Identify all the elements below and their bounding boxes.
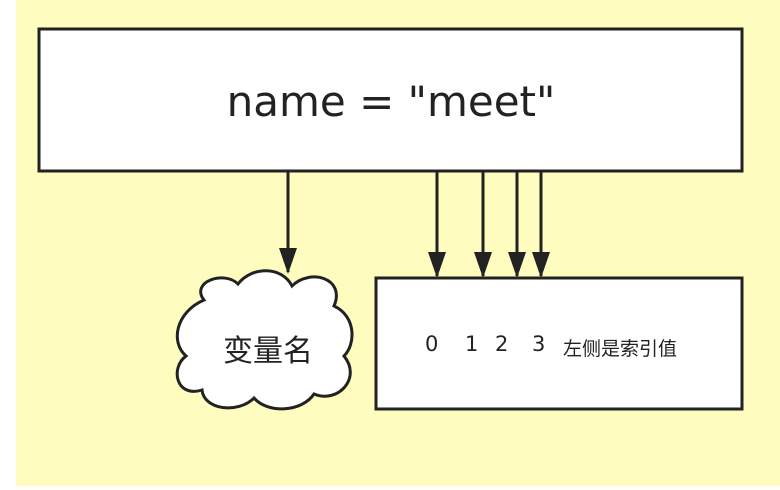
index-label-1: 1 [465,332,479,356]
index-label-0: 0 [425,332,439,356]
variable-name-label: 变量名 [223,334,313,369]
arrowhead-index-3 [532,252,550,278]
index-note-label: 左侧是索引值 [563,338,678,360]
arrowhead-index-2 [508,252,526,278]
cloud-shape [175,269,354,411]
arrowhead-index-1 [474,252,492,278]
index-label-3: 3 [532,332,546,356]
index-label-2: 2 [495,332,509,356]
arrowhead-cloud [279,248,297,274]
arrowhead-index-0 [428,252,446,278]
code-box [37,27,744,173]
index-box [374,276,744,411]
assignment-code-text: name = "meet" [226,76,556,126]
